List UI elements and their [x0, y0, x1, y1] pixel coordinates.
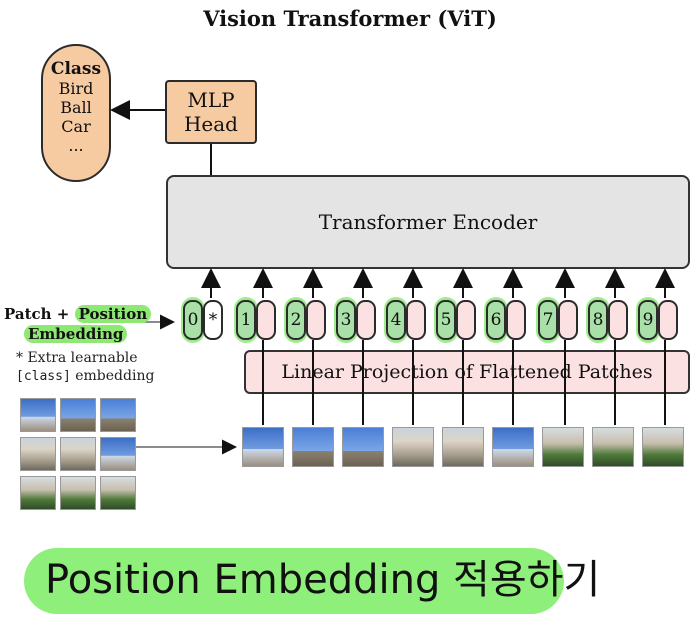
flattened-patch: [242, 427, 284, 467]
patch-embedding-token: [406, 300, 426, 340]
patch-embedding-token: [356, 300, 376, 340]
patch-embedding-token: [608, 300, 628, 340]
transformer-encoder-label: Transformer Encoder: [318, 210, 538, 234]
position-token-6: 6: [486, 300, 506, 340]
note-class-token: [class]: [16, 369, 71, 384]
class-item-ball: Ball: [60, 98, 92, 117]
mlp-head-line1: MLP: [187, 88, 235, 112]
flattened-patch: [342, 427, 384, 467]
class-token-embedding: *: [203, 300, 223, 340]
position-token-9: 9: [638, 300, 658, 340]
image-patch: [100, 398, 136, 432]
mlp-head-box: MLP Head: [165, 80, 257, 144]
class-embedding-note: * Extra learnable [class] embedding: [16, 349, 154, 386]
image-patch: [20, 437, 56, 471]
position-token-0: 0: [183, 300, 203, 340]
diagram-title: Vision Transformer (ViT): [203, 6, 497, 31]
image-patch: [60, 476, 96, 510]
flattened-patch: [592, 427, 634, 467]
flattened-patch: [542, 427, 584, 467]
note-line1: * Extra learnable: [16, 350, 138, 366]
note-line2: [class] embedding: [16, 367, 154, 386]
note-line2-rest: embedding: [70, 368, 155, 384]
flattened-patch: [292, 427, 334, 467]
position-token-2: 2: [286, 300, 306, 340]
patch-embedding-token: [506, 300, 526, 340]
class-item-car: Car: [61, 117, 91, 136]
caption-highlight: [24, 548, 564, 614]
patch-embedding-token: [456, 300, 476, 340]
position-token-5: 5: [436, 300, 456, 340]
linear-projection-box: Linear Projection of Flattened Patches: [244, 350, 690, 394]
transformer-encoder-box: Transformer Encoder: [166, 175, 690, 269]
image-patch: [60, 437, 96, 471]
class-output-box: Class Bird Ball Car ...: [41, 44, 111, 182]
image-patch: [20, 398, 56, 432]
patch-embedding-token: [558, 300, 578, 340]
flattened-patch: [392, 427, 434, 467]
embedding-label-part1: Patch +: [4, 305, 75, 323]
patch-embedding-token: [306, 300, 326, 340]
linear-projection-label: Linear Projection of Flattened Patches: [281, 361, 653, 383]
mlp-head-line2: Head: [183, 112, 238, 136]
patch-position-embedding-label: Patch + Position Embedding: [4, 304, 152, 344]
patch-embedding-token: [658, 300, 678, 340]
class-item-ellipsis: ...: [68, 136, 84, 155]
class-heading: Class: [50, 59, 102, 79]
flattened-patch: [442, 427, 484, 467]
flattened-patch: [492, 427, 534, 467]
embedding-label-part2: Position: [74, 305, 152, 323]
position-token-4: 4: [386, 300, 406, 340]
position-token-3: 3: [336, 300, 356, 340]
image-patch: [20, 476, 56, 510]
bottom-caption: Position Embedding 적용하기: [45, 557, 601, 603]
position-token-1: 1: [236, 300, 256, 340]
image-patch: [100, 476, 136, 510]
image-patch: [60, 398, 96, 432]
patch-embedding-token: [256, 300, 276, 340]
class-item-bird: Bird: [58, 79, 94, 98]
flattened-patch: [642, 427, 684, 467]
embedding-label-part3: Embedding: [24, 325, 128, 343]
position-token-8: 8: [588, 300, 608, 340]
image-patch: [100, 437, 136, 471]
position-token-7: 7: [538, 300, 558, 340]
